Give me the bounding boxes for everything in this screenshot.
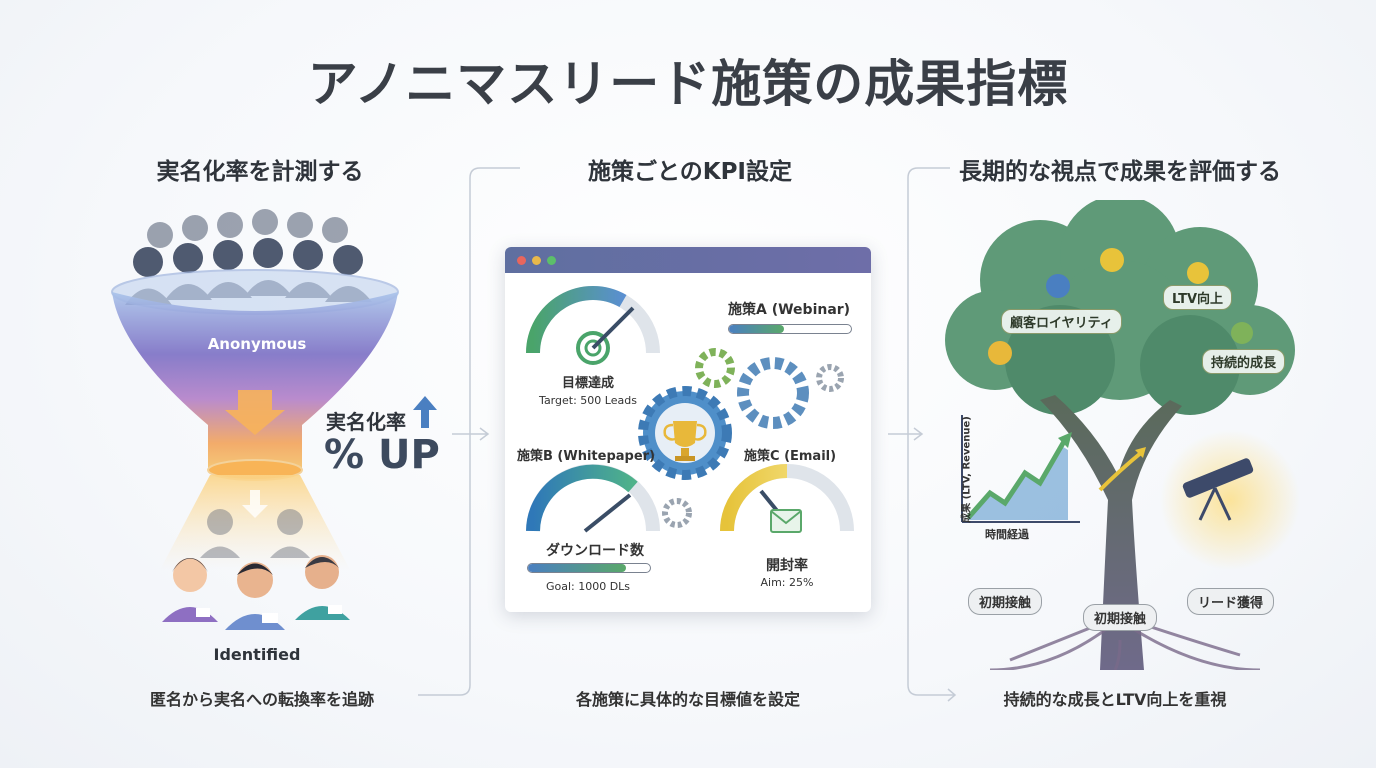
chart-ylabel: 成果 (LTV, Revenue)	[961, 416, 973, 523]
target-gauge	[526, 285, 660, 365]
campaign-b-sub: Goal: 1000 DLs	[545, 580, 631, 593]
apple-icon	[988, 341, 1012, 365]
telescope-icon	[1182, 458, 1254, 521]
apple-icon	[1187, 262, 1209, 284]
identified-people	[162, 555, 350, 630]
section3-caption: 持続的な成長とLTV向上を重視	[1003, 690, 1227, 709]
email-icon	[770, 509, 802, 533]
root-label-initial-contact-2: 初期接触	[1083, 604, 1158, 631]
identified-label: Identified	[213, 645, 301, 664]
tree-canopy	[945, 200, 1295, 415]
email-gauge	[720, 464, 854, 533]
tree-label-ltv: LTV向上	[1163, 285, 1233, 310]
apple-icon	[1100, 248, 1124, 272]
section1-caption: 匿名から実名への転換率を追跡	[149, 690, 374, 709]
funnel-illustration	[111, 209, 399, 630]
tree-label-sustainable: 持続的成長	[1202, 349, 1286, 374]
page-title: アノニマスリード施策の成果指標	[307, 55, 1069, 113]
window-minimize-icon	[532, 256, 541, 265]
campaign-b-progress	[527, 563, 651, 573]
campaign-a-progress	[728, 324, 852, 334]
section1-title: 実名化率を計測する	[156, 159, 364, 185]
tree-label-loyalty: 顧客ロイヤリティ	[1001, 309, 1122, 334]
campaign-c-sub: Aim: 25%	[760, 576, 814, 589]
window-maximize-icon	[547, 256, 556, 265]
metric-value: % UP	[324, 432, 440, 478]
campaign-a-label: 施策A (Webinar)	[728, 302, 851, 318]
section3-title: 長期的な視点で成果を評価する	[959, 159, 1281, 185]
funnel-label: Anonymous	[207, 335, 307, 353]
section2-caption: 各施策に具体的な目標値を設定	[575, 690, 800, 709]
up-arrow-icon	[413, 396, 437, 428]
metric-label: 実名化率	[326, 410, 406, 434]
growth-chart	[961, 415, 1080, 523]
window-close-icon	[517, 256, 526, 265]
dashboard-graphics	[526, 285, 854, 533]
growth-arrow	[1098, 450, 1144, 492]
campaign-c-label: 施策C (Email)	[744, 449, 837, 464]
apple-icon	[1231, 322, 1253, 344]
root-label-initial-contact: 初期接触	[968, 588, 1043, 615]
window-titlebar	[505, 247, 871, 273]
whitepaper-gauge	[526, 464, 660, 533]
campaign-c-gauge-label: 開封率	[766, 558, 808, 574]
sun-icon	[1160, 430, 1300, 570]
apple-icon	[1046, 274, 1070, 298]
campaign-b-gauge-label: ダウンロード数	[546, 543, 644, 559]
section2-title: 施策ごとのKPI設定	[587, 159, 792, 185]
root-label-lead-acquisition: リード獲得	[1187, 588, 1275, 615]
target-gauge-label: 目標達成	[561, 376, 614, 391]
trophy-icon	[663, 421, 707, 461]
chart-xlabel: 時間経過	[985, 528, 1029, 541]
campaign-b-label: 施策B (Whitepaper)	[517, 449, 656, 464]
target-gauge-sub: Target: 500 Leads	[539, 394, 637, 407]
